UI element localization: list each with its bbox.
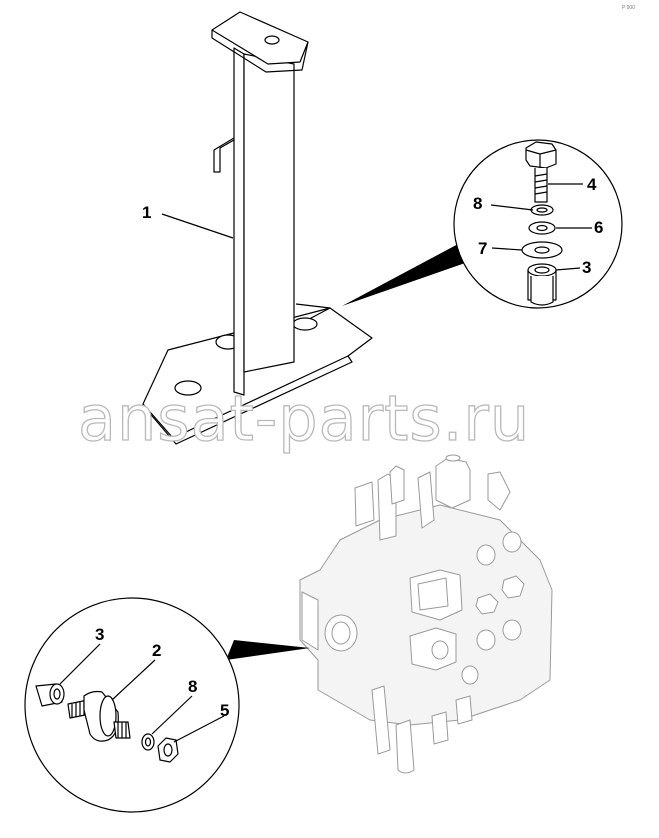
callout-washer-small: 6 (594, 218, 603, 237)
side-bracket (213, 137, 235, 173)
bolt (525, 141, 557, 169)
top-plate (211, 11, 309, 65)
callout-isolator: 2 (152, 641, 161, 660)
callout-bushing-bottom: 3 (95, 625, 104, 644)
lock-washer-top (530, 204, 554, 216)
detail-pointer (226, 640, 310, 660)
top-detail-view: 4 8 6 7 3 (342, 139, 623, 309)
callout-nut: 5 (220, 701, 229, 720)
base-hole (292, 317, 318, 331)
top-hole (264, 35, 280, 45)
nut (157, 737, 179, 763)
callout-washer-large: 7 (478, 239, 487, 258)
lock-washer-bottom (141, 733, 155, 751)
control-valve-block (299, 454, 553, 774)
callout-lock-washer-bottom: 8 (188, 677, 197, 696)
stand-assembly: 1 (142, 11, 373, 445)
corner-mark: P 000 (622, 5, 635, 11)
bottom-detail-view: 3 2 8 5 (24, 597, 310, 813)
washer-small (528, 221, 556, 235)
callout-bolt: 4 (587, 175, 597, 194)
stand-column (233, 47, 245, 396)
watermark: ansat-parts.ru (78, 382, 530, 455)
base-plate (142, 307, 373, 439)
callout-stand: 1 (142, 203, 151, 222)
washer-large (521, 241, 563, 259)
callout-bushing-top: 3 (582, 258, 591, 277)
base-hole (174, 380, 202, 396)
callout-lock-washer-top: 8 (473, 194, 482, 213)
detail-pointer (342, 243, 468, 306)
